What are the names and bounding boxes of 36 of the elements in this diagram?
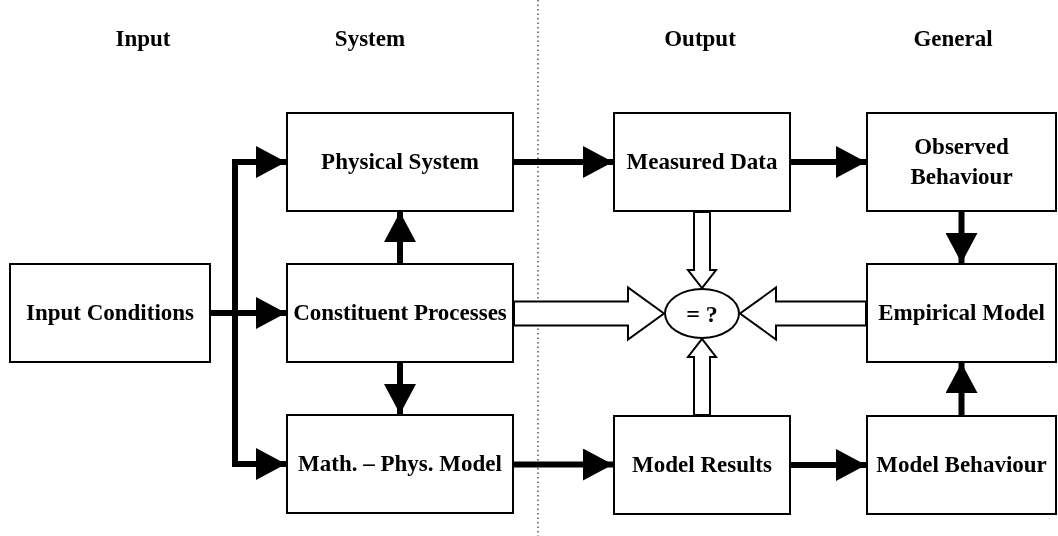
arrow (945, 363, 978, 415)
box-label: Observed Behaviour (909, 133, 1014, 191)
box-label: Input Conditions (25, 299, 195, 327)
process-box (286, 414, 514, 514)
arrow (384, 363, 416, 414)
process-box (613, 415, 791, 515)
arrow (945, 212, 978, 263)
process-box (286, 263, 514, 363)
box-label: = ? (686, 299, 718, 329)
box-label: Physical System (321, 148, 479, 176)
arrow (791, 146, 866, 178)
column-heading: Input (115, 25, 171, 53)
process-box (866, 415, 1057, 515)
arrow (514, 146, 613, 178)
hollow-arrow (738, 285, 867, 342)
column-heading: System (334, 25, 406, 53)
box-label: Math. – Phys. Model (298, 450, 502, 478)
process-box (9, 263, 211, 363)
hollow-arrow (685, 211, 719, 290)
box-label: Measured Data (626, 148, 778, 176)
process-box (866, 112, 1057, 212)
column-heading: General (913, 25, 993, 53)
process-box (286, 112, 514, 212)
hollow-arrow (513, 285, 666, 342)
box-label: Constituent Processes (293, 299, 507, 327)
process-box (613, 112, 791, 212)
column-heading: Output (664, 25, 736, 53)
box-label: Model Results (632, 451, 772, 479)
hollow-arrow (685, 337, 719, 416)
box-label: Model Behaviour (876, 451, 1047, 479)
arrow (514, 448, 613, 481)
process-box (866, 263, 1057, 363)
arrow (384, 212, 416, 263)
box-label: Empirical Model (878, 299, 1045, 327)
arrow (211, 310, 286, 480)
arrow (791, 449, 866, 481)
